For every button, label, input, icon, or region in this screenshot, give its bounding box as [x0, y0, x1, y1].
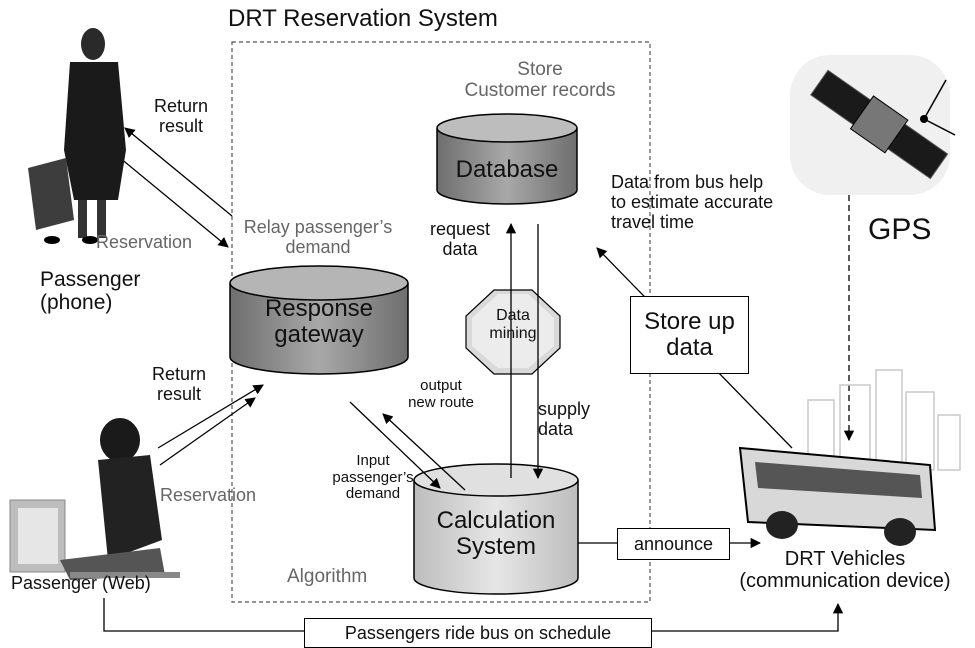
arrow-return-result-bottom — [157, 384, 264, 449]
reservation-bottom-label: Reservation — [160, 485, 257, 505]
bus-data-label: Data from bus help to estimate accurate … — [611, 172, 774, 232]
gateway-cylinder — [229, 265, 409, 375]
announce-label: announce — [633, 533, 714, 554]
bus-figure — [738, 369, 961, 546]
store-up-data-label: Store up data — [644, 307, 735, 361]
system-title: DRT Reservation System — [228, 5, 498, 32]
passenger-phone-figure — [28, 28, 126, 244]
data-mining-label: Data mining — [489, 307, 537, 342]
calculation-cylinder — [413, 463, 579, 595]
request-data-label: request data — [429, 219, 491, 259]
relay-demand-label: Relay passenger’s demand — [243, 217, 393, 257]
arrow-output-route — [382, 413, 466, 491]
ride-schedule-label: Passengers ride bus on schedule — [344, 622, 612, 643]
satellite-figure — [790, 55, 956, 195]
database-label: Database — [455, 156, 559, 183]
database-cylinder — [436, 113, 578, 205]
gps-label: GPS — [868, 213, 932, 246]
store-records-label: Store Customer records — [464, 59, 616, 101]
supply-data-label: supply data — [538, 399, 591, 439]
drt-vehicles-label: DRT Vehicles (communication device) — [739, 548, 951, 592]
calculation-label: Calculation System — [436, 507, 556, 561]
ride-schedule-box: Passengers ride bus on schedule — [304, 618, 652, 648]
arrow-reservation-top — [113, 152, 229, 248]
gateway-label: Response gateway — [264, 295, 374, 349]
announce-box: announce — [617, 528, 730, 560]
algorithm-label: Algorithm — [287, 566, 368, 587]
arrow-input-demand — [349, 401, 441, 489]
passenger-phone-label: Passenger (phone) — [40, 268, 141, 315]
reservation-top-label: Reservation — [96, 232, 193, 252]
arrow-reservation-bottom — [159, 397, 256, 466]
arrow-return-result-top — [124, 127, 233, 217]
passenger-web-figure — [9, 418, 180, 580]
passenger-web-label: Passenger (Web) — [11, 573, 151, 593]
return-result-top-label: Return result — [153, 96, 209, 136]
output-new-route-label: output new route — [408, 377, 474, 411]
store-up-data-box: Store up data — [630, 296, 749, 374]
return-result-bottom-label: Return result — [151, 364, 207, 404]
input-demand-label: Input passenger’s demand — [332, 452, 414, 502]
